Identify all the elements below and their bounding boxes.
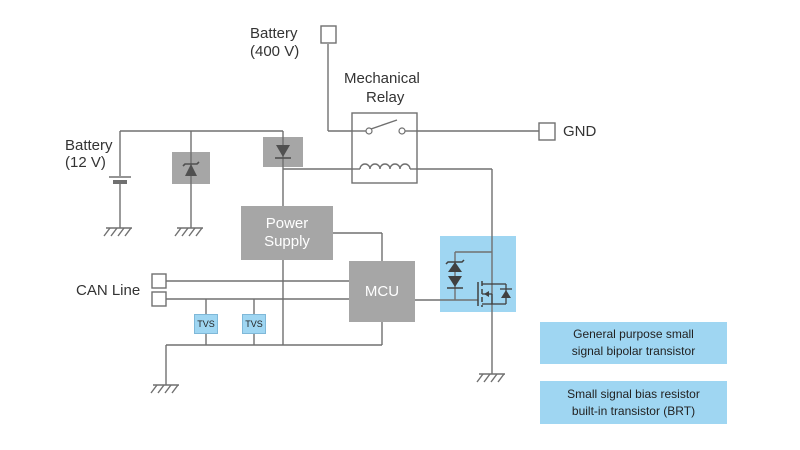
battery-12v-label: Battery bbox=[65, 137, 113, 154]
relay-label-line2: Relay bbox=[366, 89, 405, 106]
gnd-terminal bbox=[538, 122, 556, 141]
battery-400v-label: Battery bbox=[250, 25, 298, 42]
legend-brt-line2: built-in transistor (BRT) bbox=[571, 403, 696, 418]
ground-icon-can bbox=[150, 384, 179, 394]
legend-bipolar-line2: signal bipolar transistor bbox=[571, 344, 696, 358]
mcu-block: MCU bbox=[349, 261, 415, 322]
battery-400v-voltage: (400 V) bbox=[250, 43, 300, 60]
ground-icon-transistor bbox=[476, 373, 505, 383]
mechanical-relay bbox=[351, 112, 418, 184]
relay-label-line1: Mechanical bbox=[344, 70, 420, 87]
battery-12v-icon bbox=[109, 176, 131, 184]
can-terminal-low bbox=[151, 291, 167, 307]
relay-switch-icon bbox=[352, 119, 417, 135]
ground-icon-12v-battery bbox=[103, 227, 132, 237]
zener-diode-icon bbox=[182, 161, 200, 176]
power-supply-block: Power Supply bbox=[241, 206, 333, 260]
legend-bipolar-transistor: General purpose small signal bipolar tra… bbox=[540, 322, 727, 364]
rectifier-diode-icon bbox=[275, 145, 291, 159]
ground-icon-zener bbox=[174, 227, 203, 237]
power-supply-label-line2: Supply bbox=[264, 233, 310, 250]
legend-brt-transistor: Small signal bias resistor built-in tran… bbox=[540, 381, 727, 424]
can-terminal-high bbox=[151, 273, 167, 289]
relay-coil-icon bbox=[352, 163, 417, 170]
legend-bipolar-line1: General purpose small bbox=[573, 327, 694, 341]
can-line-label: CAN Line bbox=[76, 282, 141, 299]
protection-zener-icon bbox=[445, 259, 465, 289]
battery-12v-voltage: (12 V) bbox=[65, 154, 106, 171]
battery-400v-terminal bbox=[320, 25, 337, 44]
gnd-label: GND bbox=[563, 123, 597, 140]
legend-brt-line1: Small signal bias resistor bbox=[567, 386, 700, 401]
mosfet-transistor-icon bbox=[477, 281, 512, 307]
tvs-diode-1: TVS bbox=[194, 314, 218, 334]
power-supply-label-line1: Power bbox=[265, 215, 309, 232]
tvs-diode-2: TVS bbox=[242, 314, 266, 334]
